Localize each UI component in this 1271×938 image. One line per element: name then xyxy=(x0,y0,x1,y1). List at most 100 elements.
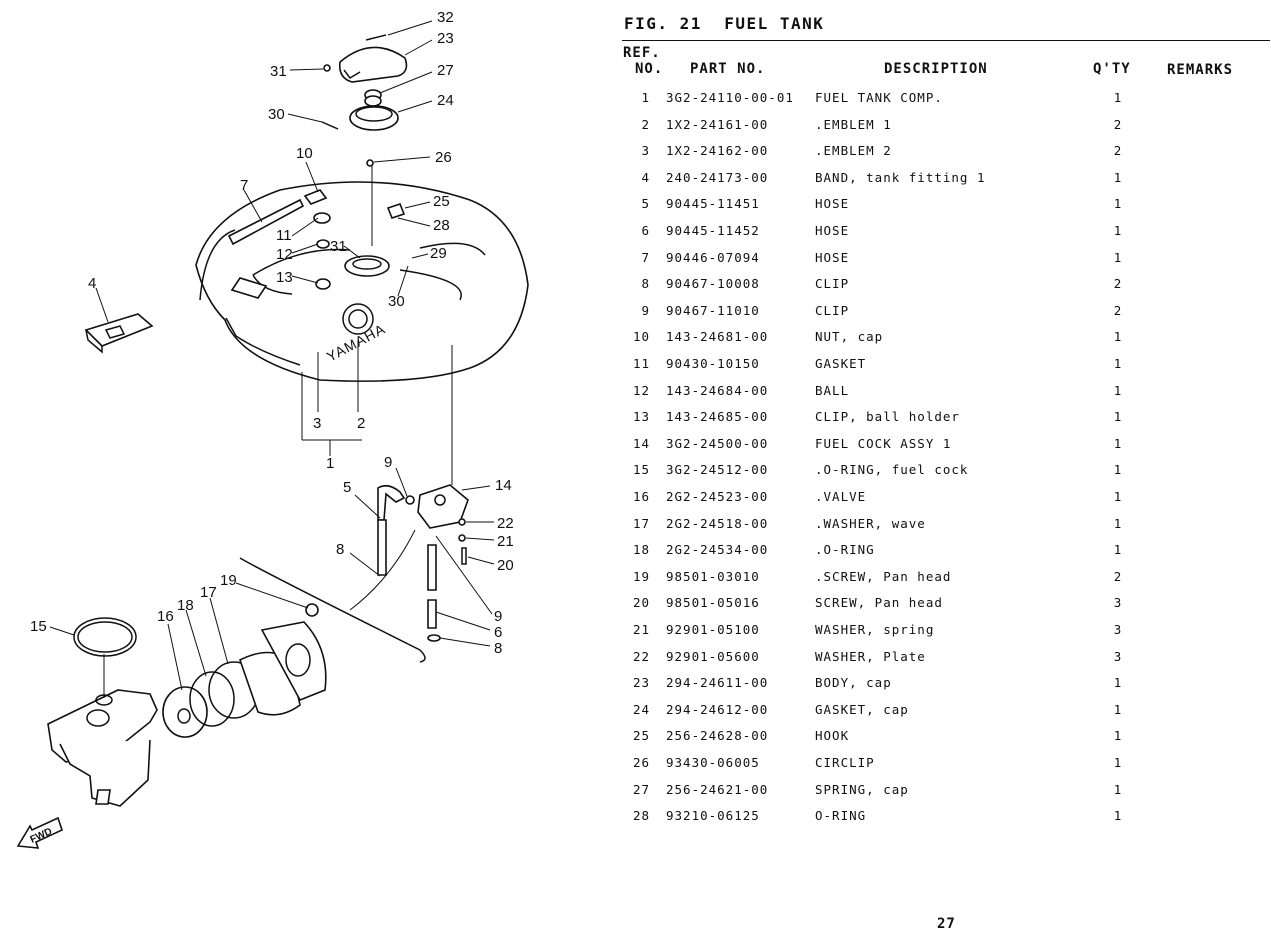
ref-cell: 12 xyxy=(632,382,650,398)
part-number-cell: 2G2-24518-00 xyxy=(666,515,769,531)
description-cell: NUT, cap xyxy=(815,329,884,345)
ref-cell: 6 xyxy=(641,223,650,238)
description-cell: .SCREW, Pan head xyxy=(815,568,952,584)
ref-cell: 22 xyxy=(632,648,650,664)
ref-cell: 28 xyxy=(632,808,650,824)
part-number-cell: 90445-11451 xyxy=(666,196,760,212)
description-cell: WASHER, Plate xyxy=(815,648,926,664)
ref-cell: 21 xyxy=(632,622,650,637)
ref-cell: 16 xyxy=(632,489,650,504)
part-number-cell: 3G2-24500-00 xyxy=(666,435,769,451)
cap-assembly xyxy=(321,34,408,131)
part-brackets xyxy=(301,340,362,456)
callout-25: 25 xyxy=(433,193,450,210)
description-cell: .WASHER, wave xyxy=(815,515,926,531)
description-cell: SPRING, cap xyxy=(815,781,909,797)
title-divider xyxy=(622,40,1270,41)
description-cell: .EMBLEM 1 xyxy=(815,116,892,132)
part-number-cell: 143-24685-00 xyxy=(666,409,769,425)
description-cell: .O-RING xyxy=(815,542,875,558)
ref-cell: 9 xyxy=(641,302,650,318)
part-number-cell: 3G2-24512-00 xyxy=(666,462,769,478)
description-cell: BAND, tank fitting 1 xyxy=(815,169,986,185)
ref-cell: 5 xyxy=(641,196,650,212)
callout-23: 23 xyxy=(437,30,454,47)
fuel-cock-base xyxy=(47,654,158,807)
callout-19: 19 xyxy=(220,572,237,589)
qty-cell: 1 xyxy=(1113,808,1123,824)
ref-cell: 1 xyxy=(641,90,650,105)
ref-cell: 17 xyxy=(632,515,650,531)
description-cell: GASKET xyxy=(815,356,867,371)
qty-cell: 1 xyxy=(1113,542,1123,558)
ref-cell: 19 xyxy=(632,568,650,584)
part-number-cell: 92901-05100 xyxy=(666,622,760,637)
valve-stack xyxy=(73,603,327,738)
description-cell: HOSE xyxy=(815,249,850,265)
description-cell: HOOK xyxy=(815,728,850,744)
callout-7: 7 xyxy=(240,177,248,194)
part-number-cell: 256-24628-00 xyxy=(666,728,769,744)
header-qty: Q'TY xyxy=(1093,61,1131,77)
qty-cell: 1 xyxy=(1113,675,1123,691)
callout-31: 31 xyxy=(270,63,287,80)
description-cell: .O-RING, fuel cock xyxy=(815,462,969,478)
description-cell: WASHER, spring xyxy=(815,622,935,637)
table-row: 14 3G2-24500-00 FUEL COCK ASSY 1 1 xyxy=(0,436,1271,456)
description-cell: .VALVE xyxy=(815,489,867,504)
fuel-tank-body: YAMAHA xyxy=(195,159,529,382)
ref-cell: 20 xyxy=(632,595,650,611)
callout-29: 29 xyxy=(430,245,447,262)
callout-30b: 30 xyxy=(388,293,405,310)
callout-15: 15 xyxy=(30,618,47,635)
ref-cell: 10 xyxy=(632,329,650,345)
qty-cell: 3 xyxy=(1113,648,1123,664)
qty-cell: 2 xyxy=(1113,276,1123,292)
ref-cell: 15 xyxy=(632,462,650,478)
qty-cell: 1 xyxy=(1113,489,1123,504)
qty-cell: 1 xyxy=(1113,382,1123,398)
part-number-cell: 90467-11010 xyxy=(666,302,760,318)
qty-cell: 3 xyxy=(1113,595,1123,611)
ref-cell: 14 xyxy=(632,435,650,451)
callout-1: 1 xyxy=(326,455,334,472)
description-cell: O-RING xyxy=(815,808,867,824)
qty-cell: 1 xyxy=(1113,223,1123,238)
qty-cell: 1 xyxy=(1113,435,1123,451)
part-number-cell: 90445-11452 xyxy=(666,223,760,238)
qty-cell: 2 xyxy=(1113,302,1123,318)
description-cell: HOSE xyxy=(815,196,850,212)
qty-cell: 1 xyxy=(1113,409,1123,425)
callout-9b: 9 xyxy=(494,608,502,625)
ref-cell: 4 xyxy=(641,169,650,185)
header-remarks: REMARKS xyxy=(1167,62,1234,78)
callout-14: 14 xyxy=(495,477,512,494)
page-number: 27 xyxy=(937,916,956,932)
qty-cell: 2 xyxy=(1113,143,1123,159)
ref-cell: 7 xyxy=(641,249,650,265)
part-number-cell: 1X2-24161-00 xyxy=(666,116,769,132)
callout-31b: 31 xyxy=(330,238,347,255)
header-part-no: PART NO. xyxy=(690,61,766,77)
callout-6: 6 xyxy=(494,624,502,641)
callout-27: 27 xyxy=(437,62,454,79)
description-cell: FUEL COCK ASSY 1 xyxy=(815,435,952,451)
part-number-cell: 90467-10008 xyxy=(666,276,760,292)
part-number-cell: 98501-05016 xyxy=(666,595,760,611)
